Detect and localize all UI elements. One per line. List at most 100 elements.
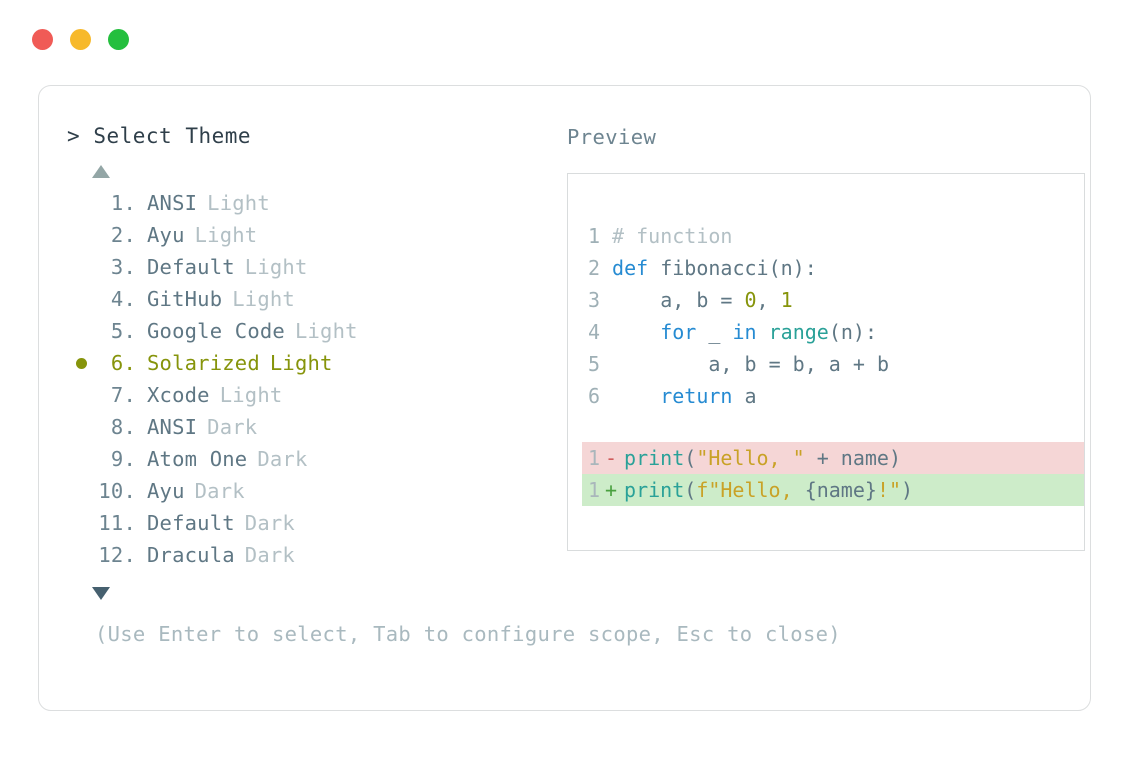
- page-title-text: Select Theme: [93, 124, 252, 148]
- selected-bullet-slot: [67, 283, 95, 315]
- code-token: ,: [756, 287, 781, 312]
- page-title: > Select Theme: [67, 126, 545, 147]
- code-token: # function: [600, 223, 733, 248]
- code-token: range: [768, 319, 829, 344]
- code-token: fibonacci(n):: [648, 255, 817, 280]
- selected-bullet-slot: [67, 315, 95, 347]
- code-token: a: [732, 383, 757, 408]
- theme-item-variant: Dark: [257, 447, 308, 471]
- theme-item-index: 5.: [110, 319, 136, 343]
- line-number: 5: [587, 351, 600, 376]
- theme-item-variant: Light: [219, 383, 283, 407]
- diff-sign: -: [605, 445, 618, 470]
- selected-bullet-icon: [75, 357, 87, 369]
- code-token: ): [901, 477, 914, 502]
- code-line: 2 def fibonacci(n):: [582, 252, 1084, 284]
- selected-bullet-slot: [67, 507, 95, 539]
- code-token: (: [684, 477, 697, 502]
- code-token: _: [696, 319, 733, 344]
- theme-item-index: 4.: [110, 287, 136, 311]
- theme-item-name: Xcode: [147, 383, 210, 407]
- code-token: [757, 320, 769, 344]
- theme-item-variant: Light: [194, 223, 258, 247]
- selected-bullet-slot: [67, 187, 95, 219]
- theme-item-index: 7.: [110, 383, 136, 407]
- preview-label: Preview: [567, 125, 657, 149]
- theme-item-index: 3.: [110, 255, 136, 279]
- code-token: f"Hello,: [696, 477, 805, 502]
- code-token: 1: [780, 287, 793, 312]
- maximize-dot[interactable]: [108, 29, 129, 50]
- line-number: 4: [587, 319, 600, 344]
- line-number: 1: [587, 445, 600, 470]
- selected-bullet-slot: [67, 347, 95, 379]
- theme-item-name: Default: [147, 511, 235, 535]
- theme-item-index: 10.: [98, 479, 136, 503]
- scroll-up-icon[interactable]: [92, 165, 110, 178]
- code-token: 0: [744, 287, 757, 312]
- diff-sign: +: [605, 477, 618, 502]
- theme-item-name: Google Code: [147, 319, 285, 343]
- theme-item-name: ANSI: [147, 415, 198, 439]
- selected-bullet-slot: [67, 443, 95, 475]
- theme-item-index: 12.: [98, 543, 136, 567]
- code-token: [600, 384, 660, 408]
- selected-bullet-slot: [67, 411, 95, 443]
- theme-item-index: 9.: [110, 447, 136, 471]
- close-dot[interactable]: [32, 29, 53, 50]
- theme-item-variant: Light: [207, 191, 270, 215]
- theme-list-item[interactable]: 1. ANSI Light: [67, 187, 545, 219]
- code-token: (n):: [828, 319, 877, 344]
- selected-bullet-slot: [67, 475, 95, 507]
- code-token: print: [624, 477, 685, 502]
- theme-item-variant: Dark: [244, 543, 295, 567]
- diff-block: 1-print("Hello, " + name)1+print(f"Hello…: [582, 441, 1084, 506]
- code-token: [600, 256, 612, 280]
- code-line: 1 # function: [582, 220, 1084, 252]
- theme-list-item[interactable]: 7. Xcode Light: [67, 379, 545, 411]
- theme-item-name: GitHub: [147, 287, 223, 311]
- code-token: a, b =: [600, 287, 745, 312]
- code-token: (: [684, 445, 697, 470]
- theme-item-name: Dracula: [147, 543, 235, 567]
- code-line: 4 for _ in range(n):: [582, 316, 1084, 348]
- theme-item-index: 2.: [110, 223, 136, 247]
- window-titlebar: [32, 29, 129, 50]
- diff-line-del: 1-print("Hello, " + name): [582, 441, 1084, 474]
- diff-line-add: 1+print(f"Hello, {name}!"): [582, 473, 1084, 506]
- theme-list-item[interactable]: 12. Dracula Dark: [67, 539, 545, 571]
- code-token: [600, 320, 660, 344]
- theme-item-name: ANSI: [147, 191, 198, 215]
- selected-bullet-slot: [67, 379, 95, 411]
- code-token: def: [612, 255, 649, 280]
- theme-item-variant: Light: [244, 255, 308, 279]
- selected-bullet-slot: [67, 539, 95, 571]
- theme-item-variant: Light: [269, 351, 333, 375]
- code-line: 5 a, b = b, a + b: [582, 348, 1084, 380]
- selected-bullet-slot: [67, 251, 95, 283]
- theme-item-index: 1.: [110, 191, 136, 215]
- scroll-down-icon[interactable]: [92, 587, 110, 600]
- code-token: !": [876, 477, 902, 502]
- code-token: {name}: [804, 477, 877, 502]
- theme-item-name: Ayu: [147, 479, 185, 503]
- theme-item-name: Solarized: [147, 351, 260, 375]
- selected-bullet-slot: [67, 219, 95, 251]
- theme-list-item[interactable]: 4. GitHub Light: [67, 283, 545, 315]
- code-spacer: [582, 412, 1084, 442]
- minimize-dot[interactable]: [70, 29, 91, 50]
- theme-item-variant: Light: [232, 287, 295, 311]
